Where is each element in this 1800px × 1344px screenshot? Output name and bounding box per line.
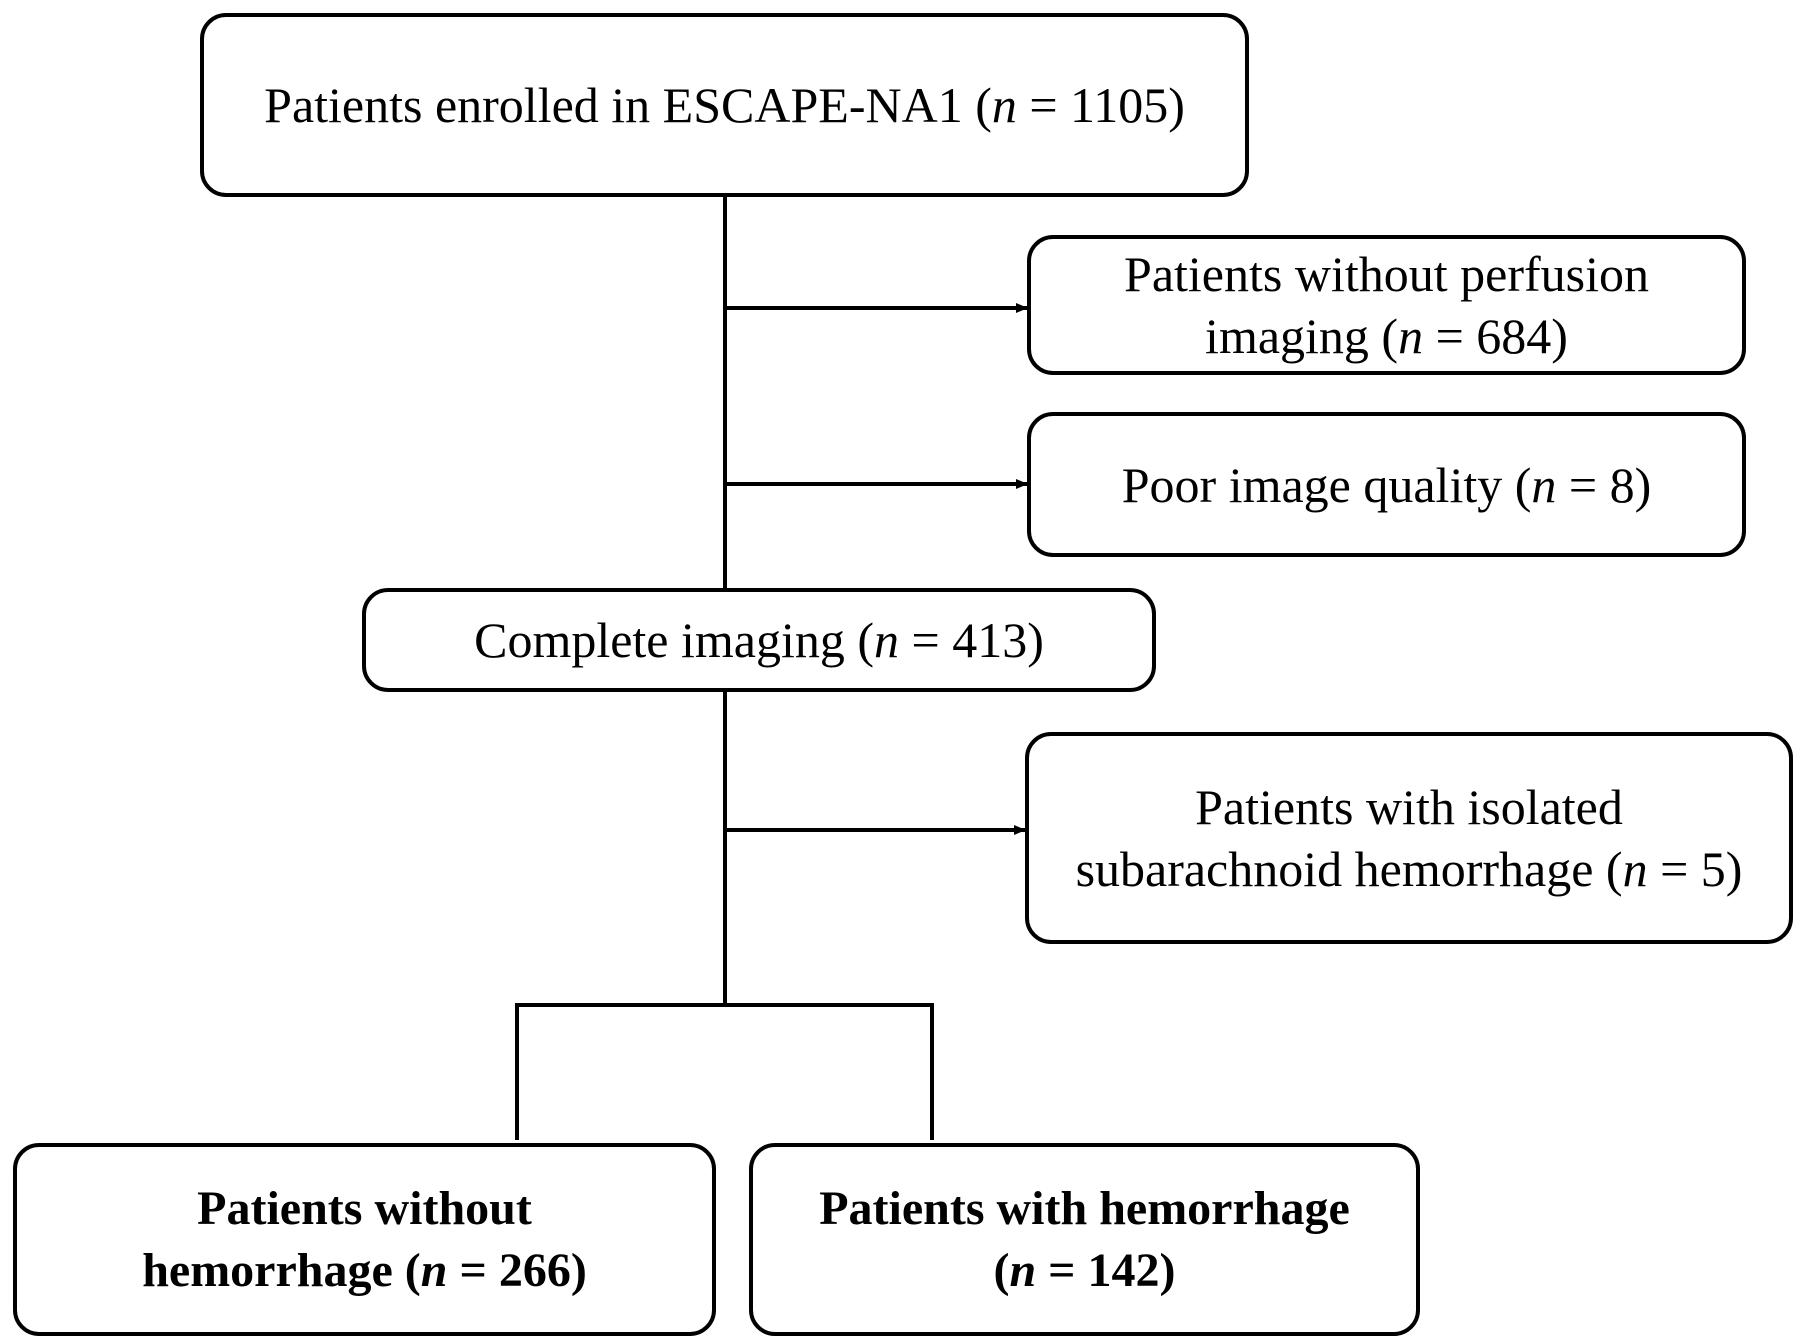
hemorrhage-line2: (n = 142) (993, 1243, 1176, 1297)
sah-line2: subarachnoid hemorrhage (n = 5) (1075, 841, 1743, 897)
poor-quality-text: Poor image quality (n = 8) (1121, 456, 1652, 513)
split-connector (515, 1003, 934, 1140)
enrolled-text: Patients enrolled in ESCAPE-NA1 (n = 110… (264, 77, 1185, 133)
no-perfusion-box: Patients without perfusion imaging (n = … (1027, 235, 1746, 375)
no-perfusion-line2: imaging (n = 684) (1205, 308, 1568, 364)
complete-imaging-box: Complete imaging (n = 413) (362, 588, 1156, 692)
enrolled-box: Patients enrolled in ESCAPE-NA1 (n = 110… (200, 13, 1249, 197)
no-perfusion-line1: Patients without perfusion (1124, 246, 1649, 302)
sah-box: Patients with isolated subarachnoid hemo… (1025, 732, 1793, 944)
no-hemorrhage-box: Patients without hemorrhage (n = 266) (13, 1143, 716, 1336)
complete-imaging-text: Complete imaging (n = 413) (474, 612, 1044, 668)
sah-line1: Patients with isolated (1195, 779, 1623, 835)
hemorrhage-line1: Patients with hemorrhage (819, 1181, 1350, 1235)
hemorrhage-box: Patients with hemorrhage (n = 142) (749, 1143, 1420, 1336)
no-hemorrhage-line1: Patients without (197, 1181, 532, 1235)
poor-quality-box: Poor image quality (n = 8) (1027, 412, 1746, 557)
no-hemorrhage-line2: hemorrhage (n = 266) (142, 1243, 587, 1297)
